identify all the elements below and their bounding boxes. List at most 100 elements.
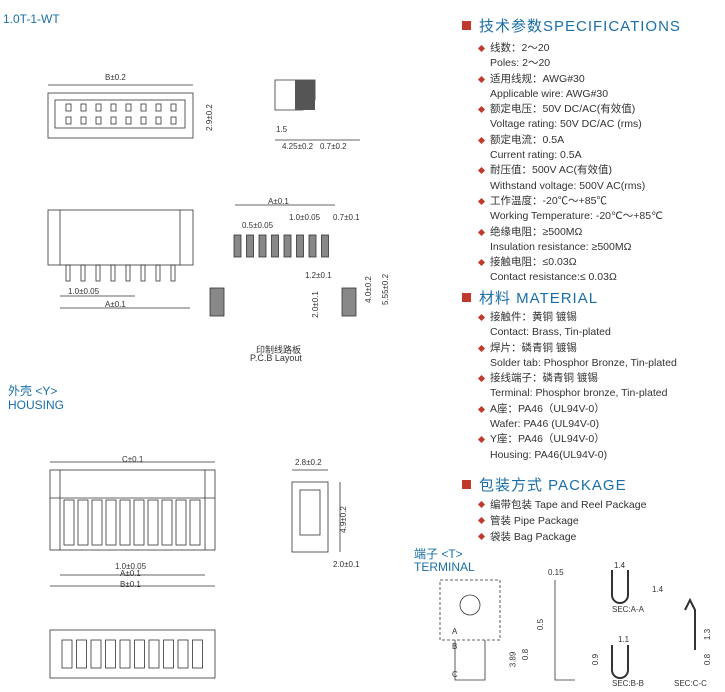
spec-item-en: Voltage rating: 50V DC/AC (rms) xyxy=(490,118,642,131)
pin xyxy=(192,639,203,669)
spec-item-cn: 额定电流：0.5A xyxy=(478,133,663,148)
pin xyxy=(95,103,102,112)
pin xyxy=(321,234,329,258)
spec-item-cn: 工作温度：-20℃～+85℃ xyxy=(478,194,663,209)
housing-dim-b: B±0.1 xyxy=(120,580,141,589)
spec-item-en: Current rating: 0.5A xyxy=(490,149,582,162)
sec-mark-c: C xyxy=(452,670,458,679)
package-item: 编带包装 Tape and Reel Package xyxy=(478,497,646,513)
material-item-en: Solder tab: Phosphor Bronze, Tin-plated xyxy=(490,356,677,369)
term-dim-0-5: 0.5 xyxy=(536,618,546,631)
terminal-drawing xyxy=(439,570,696,681)
pcb-dim-1-0: 1.0±0.05 xyxy=(289,213,321,222)
pin xyxy=(95,116,102,125)
pin xyxy=(65,264,71,282)
spec-item-en: Withstand voltage: 500V AC(rms) xyxy=(490,179,646,192)
pin xyxy=(246,234,254,258)
pin xyxy=(170,103,177,112)
pin xyxy=(177,639,189,669)
pin xyxy=(140,116,147,125)
pcb-dim-0-7: 0.7±0.1 xyxy=(333,213,360,222)
pcb-dim-a: A±0.1 xyxy=(268,197,289,206)
pin xyxy=(105,499,117,546)
spec-item-en: Contact resistance:≤ 0.03Ω xyxy=(490,271,617,284)
terminal-label-en: TERMINAL xyxy=(414,560,475,574)
pin xyxy=(148,639,160,669)
pin xyxy=(80,116,87,125)
material-item-en: Terminal: Phosphor bronze, Tin-plated xyxy=(490,387,668,400)
pin xyxy=(296,234,304,258)
pin xyxy=(80,103,87,112)
pin xyxy=(65,103,72,112)
spec-item-en: Applicable wire: AWG#30 xyxy=(490,87,609,100)
package-item: 管装 Pipe Package xyxy=(478,513,646,529)
pin xyxy=(125,116,132,125)
pin xyxy=(308,234,317,258)
pin xyxy=(110,264,116,282)
pin xyxy=(105,639,116,669)
pin xyxy=(140,103,147,112)
dim-0-7: 0.7±0.2 xyxy=(320,142,347,151)
spec-item-en: Poles: 2～20 xyxy=(490,57,551,70)
pin xyxy=(63,499,75,546)
housing-dim-2-8: 2.8±0.2 xyxy=(295,458,322,467)
housing-dim-pitch: 1.0±0.05 xyxy=(115,562,147,571)
sec-mark-b: B xyxy=(452,642,458,651)
dim-pitch: 1.0±0.05 xyxy=(68,287,100,296)
pin xyxy=(155,103,162,112)
pin xyxy=(76,639,87,669)
spec-item-en: Working Temperature: -20℃～+85℃ xyxy=(490,210,663,223)
spec-item-cn: 额定电压：50V DC/AC(有效值) xyxy=(478,102,663,117)
pin xyxy=(125,103,132,112)
package-item: 袋装 Bag Package xyxy=(478,529,646,545)
bullet-square-icon xyxy=(462,21,471,30)
pin xyxy=(95,264,101,282)
pin xyxy=(175,499,187,546)
part-number: 1.0T-1-WT xyxy=(3,12,60,26)
specifications-title: 技术参数SPECIFICATIONS xyxy=(479,18,681,35)
package-heading: 包装方式 PACKAGE xyxy=(462,474,627,495)
sec-b-b: SEC:B-B xyxy=(612,679,645,688)
term-dim-0-9: 0.9 xyxy=(591,653,601,666)
term-dim-0-8b: 0.8 xyxy=(521,648,531,661)
housing-front-view xyxy=(49,461,216,587)
term-dim-1-4a: 1.4 xyxy=(614,561,626,570)
pin xyxy=(110,103,117,112)
pcb-dim-2-0: 2.0±0.1 xyxy=(310,291,320,318)
pin xyxy=(90,639,102,669)
pin xyxy=(170,116,177,125)
pin xyxy=(110,116,117,125)
sec-a-a: SEC:A-A xyxy=(612,605,645,614)
pin xyxy=(147,499,159,546)
term-dim-1-4b: 1.4 xyxy=(652,585,664,594)
pin xyxy=(233,234,242,258)
material-item-cn: Y座：PA46（UL94V-0） xyxy=(478,432,677,447)
wafer-top-view xyxy=(47,84,194,139)
wafer-side-view xyxy=(274,79,360,141)
pcb-dim-5-55: 5.55±0.2 xyxy=(381,273,391,306)
pcb-label-en: P.C.B Layout xyxy=(250,353,302,363)
dim-height: 2.9±0.2 xyxy=(204,104,214,131)
housing-side-view xyxy=(291,469,341,553)
pin xyxy=(65,116,72,125)
material-item-cn: A座：PA46（UL94V-0） xyxy=(478,402,677,417)
pin xyxy=(134,639,145,669)
material-item-en: Contact: Brass, Tin-plated xyxy=(490,326,611,339)
material-title: 材料 MATERIAL xyxy=(479,290,599,307)
spec-item-cn: 耐压值：500V AC(有效值) xyxy=(478,163,663,178)
pcb-dim-1-2: 1.2±0.1 xyxy=(305,271,332,280)
pin xyxy=(189,499,201,546)
dim-1-5: 1.5 xyxy=(276,125,288,134)
pin xyxy=(170,264,176,282)
material-item-en: Wafer: PA46 (UL94V-0) xyxy=(490,418,600,431)
bullet-square-icon xyxy=(462,480,471,489)
spec-item-en: Insulation resistance: ≥500MΩ xyxy=(490,240,632,253)
dim-b: B±0.2 xyxy=(105,73,126,82)
pin xyxy=(133,499,145,546)
dim-a: A±0.1 xyxy=(105,300,126,309)
pin xyxy=(161,499,173,546)
housing-dim-2-0: 2.0±0.1 xyxy=(333,560,360,569)
pin xyxy=(155,264,161,282)
